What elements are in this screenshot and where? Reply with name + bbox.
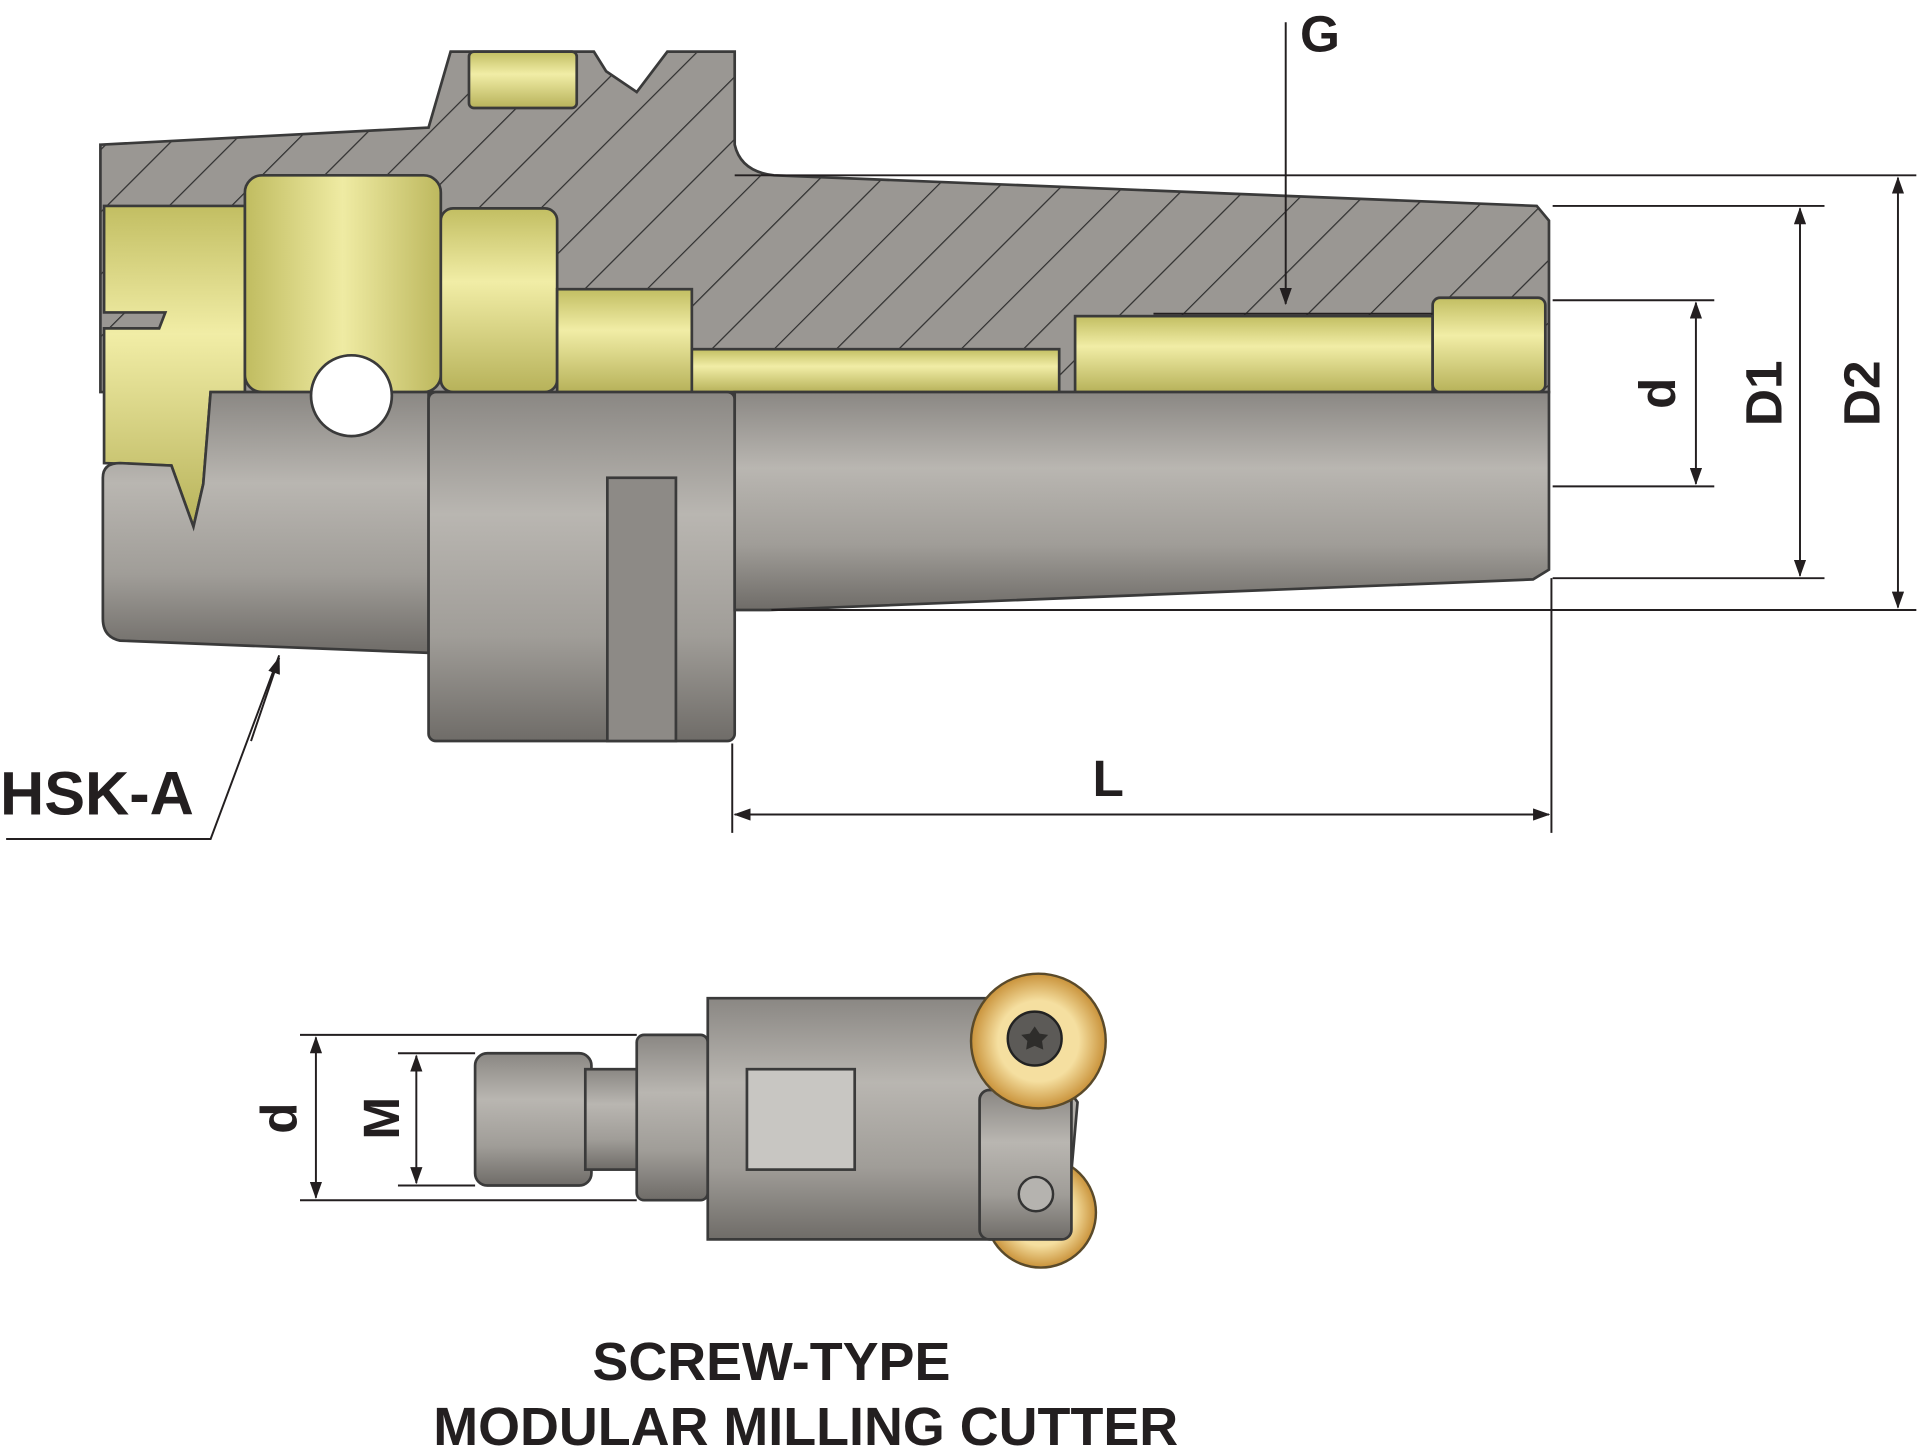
coolant-tube-2 <box>690 347 1061 394</box>
set-screw-head <box>1431 296 1547 394</box>
label-d1: D1 <box>1735 360 1793 426</box>
holder-flange <box>427 390 737 743</box>
cutter-thread-shank <box>473 1051 593 1187</box>
clamping-body <box>439 207 559 394</box>
label-g: G <box>1300 5 1340 63</box>
hsk-taper <box>101 390 430 655</box>
cutter-dimensions <box>300 1033 637 1202</box>
label-hsk-a: HSK-A <box>0 760 194 828</box>
torx-star-icon <box>1021 1026 1049 1050</box>
head-screw <box>1017 1175 1055 1213</box>
caption-line-1: SCREW-TYPE <box>592 1332 950 1392</box>
coolant-tube-1 <box>555 287 694 394</box>
label-d2: D2 <box>1833 360 1891 426</box>
label-l: L <box>1092 749 1123 807</box>
cutter-label-m: M <box>352 1097 410 1140</box>
coolant-hole <box>309 353 394 438</box>
cutter-head <box>978 1088 1073 1241</box>
holder-dimensions <box>6 22 1917 840</box>
milling-cutter <box>473 972 1107 1269</box>
flange-key <box>467 50 579 110</box>
set-screw <box>1073 314 1434 394</box>
caption-line-2: MODULAR MILLING CUTTER <box>433 1397 1178 1449</box>
flange-groove <box>606 476 678 743</box>
cutter-pilot <box>635 1033 710 1202</box>
label-d: d <box>1628 378 1686 409</box>
cutter-label-d: d <box>249 1102 307 1133</box>
holder-shank <box>733 390 1551 612</box>
cutter-flat <box>745 1067 857 1171</box>
holder-section-view <box>99 50 1551 743</box>
cutter-neck <box>583 1067 642 1171</box>
